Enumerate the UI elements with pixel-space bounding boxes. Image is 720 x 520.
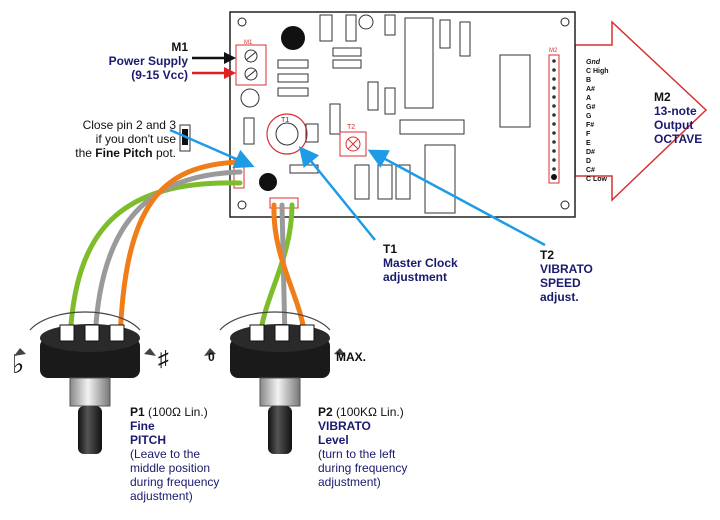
- note-line1: Close pin 2 and 3: [82, 118, 176, 132]
- note-line3-bold: Fine Pitch: [95, 146, 153, 160]
- note-label: A#: [586, 86, 595, 93]
- p1-title: P1 (100Ω Lin.): [130, 405, 240, 419]
- pointer-arrows: [169, 128, 546, 247]
- t1-line1: Master Clock: [383, 256, 458, 270]
- p2-line1: VIBRATO: [318, 419, 371, 433]
- note-label: E: [586, 140, 591, 147]
- m2-label: M2 13-note Output OCTAVE: [654, 90, 716, 146]
- m1-label: M1 Power Supply (9-15 Vcc): [80, 40, 188, 82]
- t2-label: T2 VIBRATO SPEED adjust.: [540, 248, 620, 304]
- pcb-t1-label: T1: [281, 117, 289, 124]
- m1-terminal: [235, 44, 267, 86]
- note-label: Gnd: [586, 59, 601, 66]
- output-arrow: [574, 20, 708, 202]
- p1-line1: Fine: [130, 419, 155, 433]
- note-label: C Low: [586, 176, 608, 183]
- pcb-board: [179, 11, 576, 218]
- p1-label: P1 (100Ω Lin.) Fine PITCH (Leave to the …: [130, 405, 240, 503]
- note-label: F: [586, 131, 591, 138]
- p1-note3: during frequency: [130, 475, 220, 489]
- t2-line2: SPEED: [540, 276, 581, 290]
- p2-id: P2: [318, 405, 333, 419]
- p1-line2: PITCH: [130, 433, 166, 447]
- note-label: B: [586, 77, 591, 84]
- p2-title: P2 (100KΩ Lin.): [318, 405, 438, 419]
- t2-line1: VIBRATO: [540, 262, 593, 276]
- note-label: A: [586, 95, 591, 102]
- note-label: C High: [586, 68, 609, 75]
- notes-list: Gnd C High B A# A G# G F# F E D# D C# C …: [586, 59, 609, 183]
- pot2-max-mark: MAX.: [336, 350, 366, 364]
- note-line2: if you don't use: [95, 132, 176, 146]
- m1-line2: (9-15 Vcc): [131, 68, 188, 82]
- note-label: F#: [586, 122, 594, 129]
- note-label: G#: [586, 104, 595, 111]
- p2-note2: during frequency: [318, 461, 408, 475]
- p1-spec: (100Ω Lin.): [144, 405, 208, 419]
- p1-wires: [67, 159, 243, 343]
- note-label: D: [586, 158, 591, 165]
- t1-trimmer: [266, 113, 319, 155]
- power-arrows: [192, 52, 236, 79]
- pcb-m2-label: M2: [549, 48, 558, 54]
- note-line3-prefix: the: [75, 146, 96, 160]
- pot-p1: [14, 311, 156, 454]
- p2-wires: [257, 202, 308, 343]
- pcb-m1-label: M1: [244, 40, 253, 46]
- m2-line2: Output: [654, 118, 694, 132]
- t1-line2: adjustment: [383, 270, 448, 284]
- m1-line1: Power Supply: [108, 54, 188, 68]
- p2-spec: (100KΩ Lin.): [332, 405, 404, 419]
- t2-line3: adjust.: [540, 290, 579, 304]
- t2-trimmer: [339, 131, 367, 157]
- pcb-t2-label: T2: [347, 124, 355, 131]
- t1-id: T1: [383, 242, 398, 256]
- p2-line2: Level: [318, 433, 349, 447]
- p2-label: P2 (100KΩ Lin.) VIBRATO Level (turn to t…: [318, 405, 438, 489]
- pot1-sharp-mark: ♯: [158, 346, 169, 371]
- p1-note4: adjustment): [130, 489, 193, 503]
- m2-id: M2: [654, 90, 671, 104]
- p2-note1: (turn to the left: [318, 447, 396, 461]
- pot2-min-mark: 0: [208, 350, 215, 364]
- p2-note3: adjustment): [318, 475, 381, 489]
- note-label: D#: [586, 149, 595, 156]
- t1-label: T1 Master Clock adjustment: [383, 242, 493, 284]
- pot1-flat-mark: ♭: [12, 349, 25, 379]
- jumper-note: Close pin 2 and 3 if you don't use the F…: [40, 118, 176, 160]
- p1-id: P1: [130, 405, 145, 419]
- m2-header: [548, 54, 560, 184]
- p1-note1: (Leave to the: [130, 447, 201, 461]
- m2-line1: 13-note: [654, 104, 697, 118]
- pot-p2: [204, 311, 346, 454]
- t2-id: T2: [540, 248, 555, 262]
- p1-note2: middle position: [130, 461, 211, 475]
- note-line3: the Fine Pitch pot.: [40, 146, 176, 160]
- note-label: G: [586, 113, 592, 120]
- note-label: C#: [586, 167, 595, 174]
- m1-id: M1: [171, 40, 188, 54]
- m2-line3: OCTAVE: [654, 132, 703, 146]
- note-line3-suffix: pot.: [152, 146, 176, 160]
